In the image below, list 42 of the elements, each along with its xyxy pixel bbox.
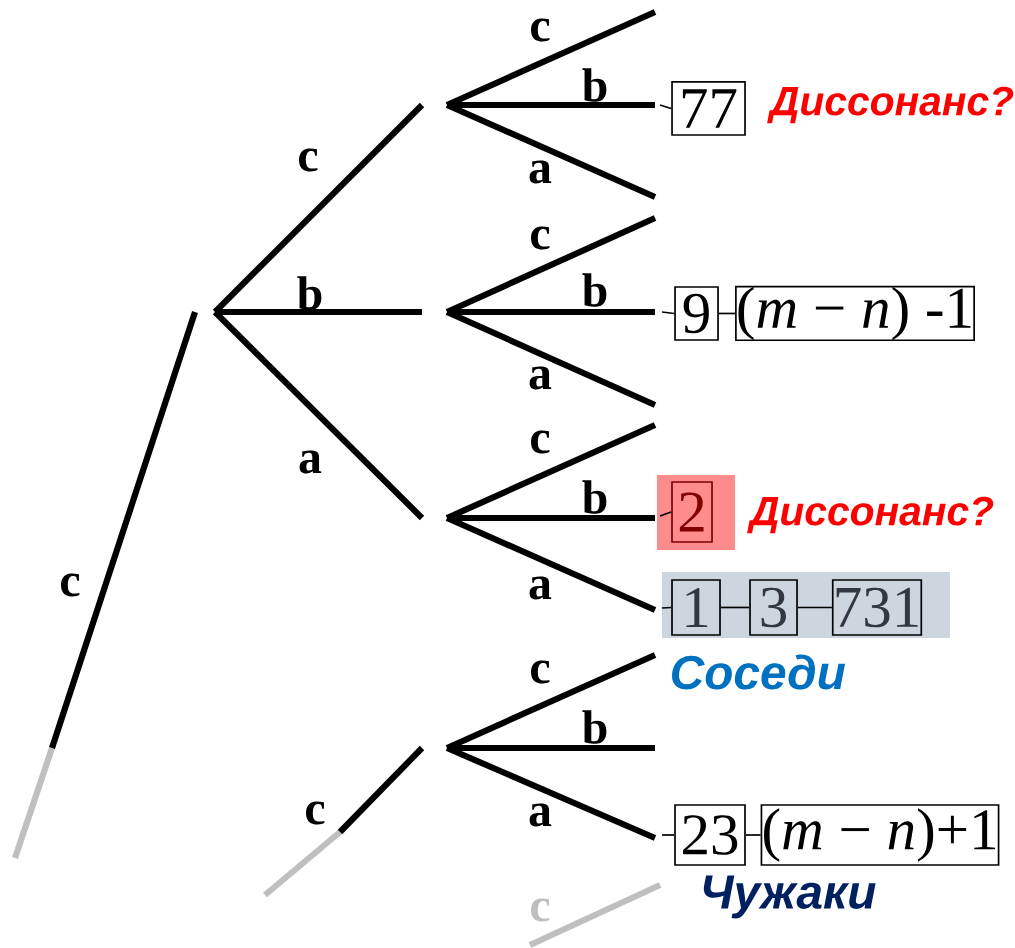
number-box: 3: [749, 579, 798, 636]
warning-text: Диссонанс?: [747, 496, 994, 534]
branch-letter: c: [299, 148, 318, 172]
group-caption: Чужаки: [703, 875, 876, 919]
connector-line: [659, 511, 672, 517]
branch-letter: b: [297, 276, 322, 310]
branch-letter: b: [582, 68, 607, 102]
branch-letter: a: [299, 450, 322, 474]
number-box: 9: [674, 286, 719, 341]
connector-line: [661, 606, 672, 609]
connector-line: [661, 311, 676, 315]
connector-line: [797, 606, 833, 609]
branch-letter: b: [582, 273, 607, 307]
number-box: (m − n)+1: [760, 804, 1000, 866]
branch-letter: c: [531, 660, 550, 684]
branch-letter: a: [529, 366, 552, 390]
connector-line: [661, 834, 675, 836]
branch-letter: b: [582, 710, 607, 744]
warning-text: Диссонанс?: [767, 86, 1014, 124]
branch-letter: c: [531, 430, 550, 454]
branch-letter: a: [529, 803, 552, 827]
connector-line: [659, 104, 673, 110]
connector-line: [745, 834, 762, 836]
number-box: (m − n) -1: [735, 285, 975, 342]
branch-letter: c: [306, 801, 325, 825]
number-box: 23: [674, 804, 746, 866]
branch-letter: c: [531, 226, 550, 250]
number-box: 731: [831, 579, 923, 636]
branch-letter: a: [529, 576, 552, 600]
highlight-band: [657, 474, 735, 550]
branch-letter: c: [531, 18, 550, 42]
number-box: 77: [671, 81, 746, 136]
branch-letter: c: [531, 898, 550, 922]
number-box: 1: [671, 579, 721, 636]
branch-letter: b: [582, 480, 607, 514]
highlight-band: [662, 572, 950, 638]
number-box: 2: [671, 481, 713, 543]
connector-line: [720, 606, 751, 609]
branch-letter: a: [529, 160, 552, 184]
connector-line: [718, 312, 736, 315]
branch-letter: c: [61, 573, 80, 597]
group-caption: Соседи: [672, 654, 846, 690]
